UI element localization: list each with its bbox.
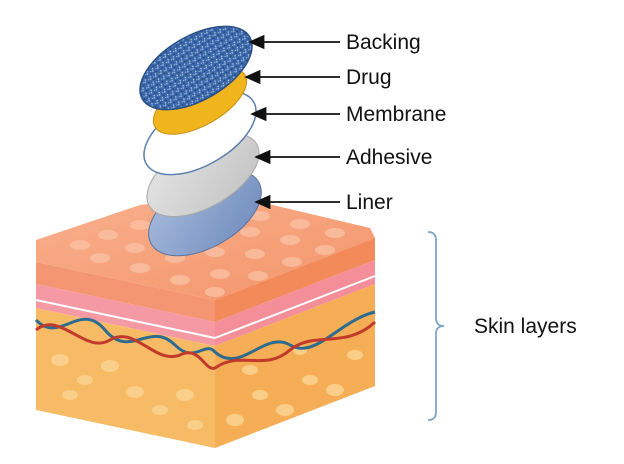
liner-label: Liner <box>346 191 393 214</box>
fat-right <box>215 284 375 448</box>
fat-globules <box>51 345 363 430</box>
label-arrows <box>244 34 340 210</box>
backing-label: Backing <box>346 31 421 54</box>
adhesive-label: Adhesive <box>346 146 433 169</box>
fat-left <box>36 308 215 448</box>
epidermis-right <box>215 238 375 322</box>
dermis-right <box>215 260 375 346</box>
dermis-line-right <box>214 275 376 339</box>
dermis-left <box>36 284 215 346</box>
drug-label: Drug <box>346 66 392 89</box>
skin-layers-bracket <box>427 231 445 421</box>
patch-layers <box>139 25 262 257</box>
membrane-label: Membrane <box>346 103 447 126</box>
skin-block <box>34 200 377 448</box>
epidermis-left <box>36 262 215 322</box>
skin-surface-texture <box>70 207 345 297</box>
artery <box>35 320 377 370</box>
dermis-line-left <box>35 299 216 339</box>
vein <box>34 310 376 361</box>
skin-layers-label: Skin layers <box>474 315 577 338</box>
